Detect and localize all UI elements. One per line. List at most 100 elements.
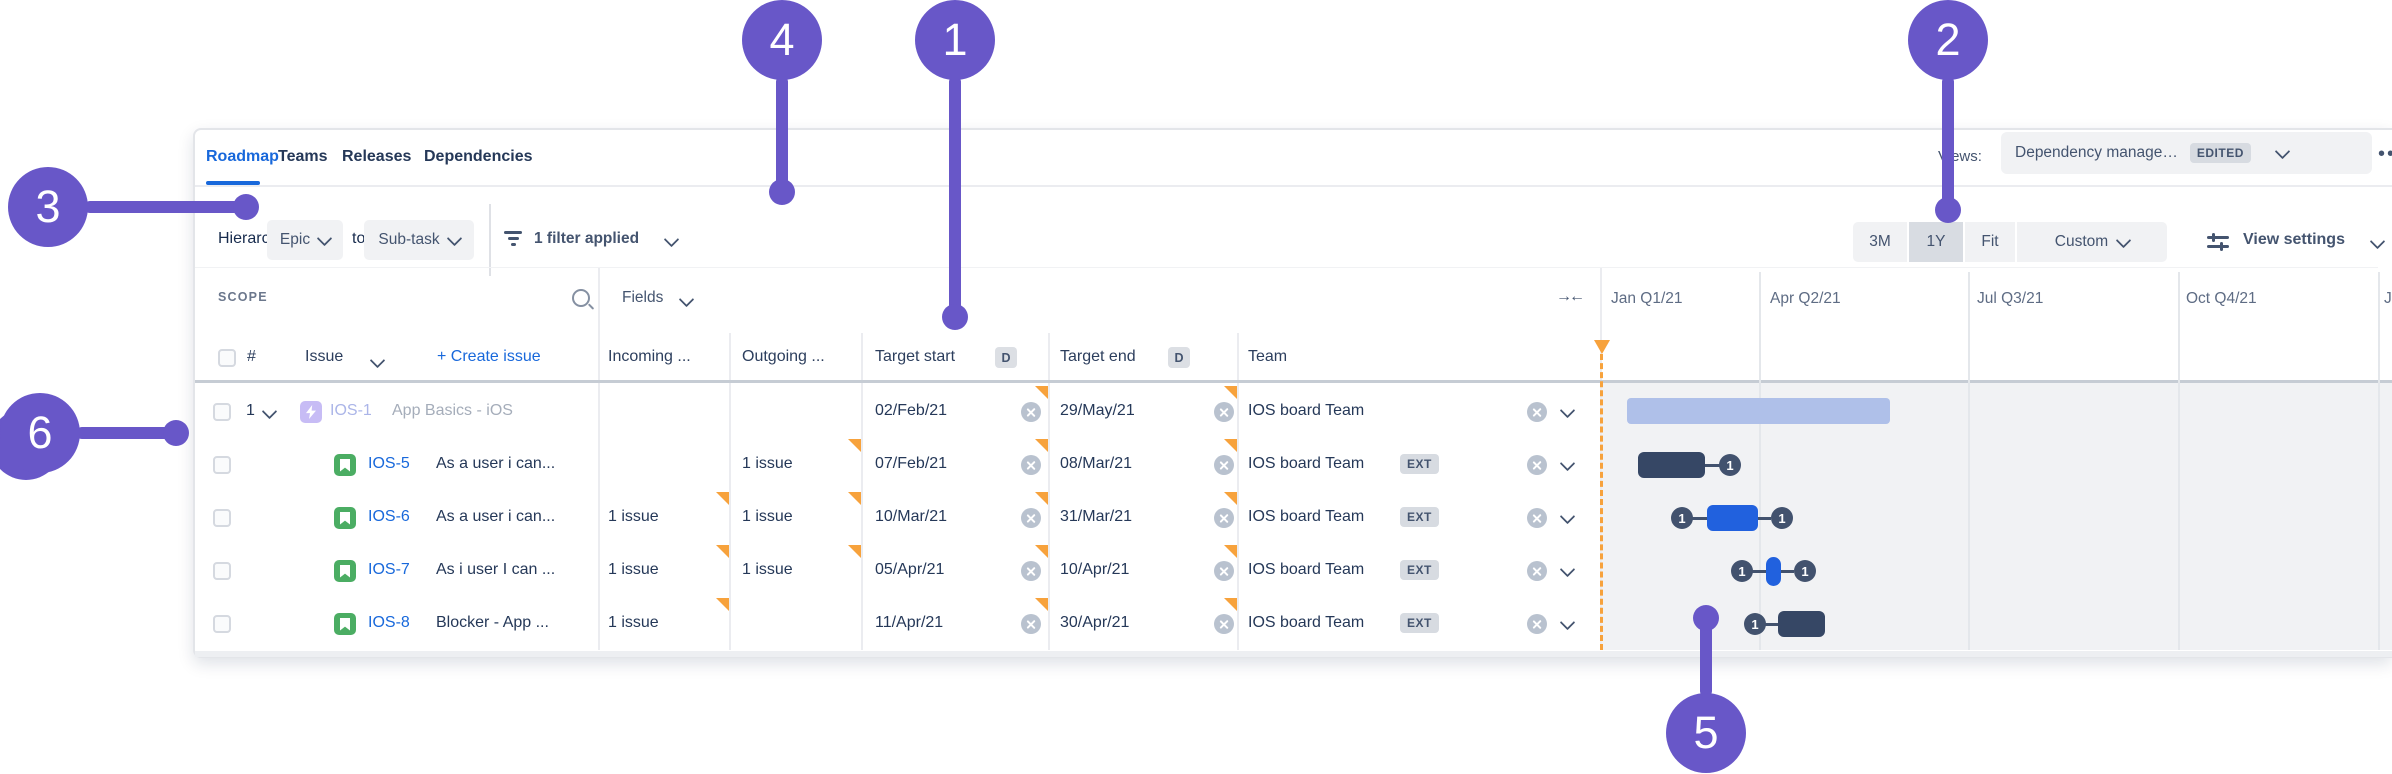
chevron-down-icon[interactable] [1559, 614, 1576, 631]
target-start-cell[interactable]: 02/Feb/21 [875, 402, 948, 419]
fields-dropdown[interactable]: Fields [622, 289, 664, 306]
zoom-3m-button[interactable]: 3M [1853, 222, 1907, 262]
outgoing-cell[interactable]: 1 issue [742, 455, 793, 472]
views-dropdown[interactable]: Dependency manage… EDITED [2001, 132, 2372, 174]
issue-title[interactable]: Blocker - App ... [436, 614, 549, 631]
issue-title[interactable]: As a user i can... [436, 508, 556, 525]
collapse-columns-icon[interactable]: →← [1556, 288, 1585, 305]
clear-date-icon[interactable] [1214, 455, 1234, 475]
table-row[interactable]: IOS-6 As a user i can... 1 issue 1 issue… [0, 491, 2392, 544]
dependency-count-badge[interactable]: 1 [1671, 507, 1693, 529]
clear-date-icon[interactable] [1021, 455, 1041, 475]
gantt-bar-epic[interactable] [1627, 398, 1890, 424]
dependency-count-badge[interactable]: 1 [1794, 560, 1816, 582]
issue-key-link[interactable]: IOS-5 [368, 455, 410, 472]
tab-roadmap[interactable]: Roadmap [206, 148, 279, 165]
table-row[interactable]: IOS-7 As i user I can ... 1 issue 1 issu… [0, 544, 2392, 597]
target-start-cell[interactable]: 07/Feb/21 [875, 455, 948, 472]
clear-team-icon[interactable] [1527, 455, 1547, 475]
column-header-team[interactable]: Team [1248, 348, 1288, 365]
clear-date-icon[interactable] [1021, 561, 1041, 581]
clear-date-icon[interactable] [1214, 508, 1234, 528]
issue-title[interactable]: As i user I can ... [436, 561, 556, 578]
chevron-down-icon[interactable] [1559, 455, 1576, 472]
row-checkbox[interactable] [213, 562, 231, 580]
gantt-bar[interactable] [1766, 557, 1781, 586]
create-issue-button[interactable]: + Create issue [437, 348, 541, 365]
target-end-cell[interactable]: 30/Apr/21 [1060, 614, 1130, 631]
view-settings-button[interactable]: View settings [2243, 231, 2345, 248]
zoom-fit-button[interactable]: Fit [1965, 222, 2015, 262]
clear-date-icon[interactable] [1021, 402, 1041, 422]
target-end-cell[interactable]: 29/May/21 [1060, 402, 1135, 419]
target-end-cell[interactable]: 08/Mar/21 [1060, 455, 1133, 472]
row-checkbox[interactable] [213, 615, 231, 633]
row-checkbox[interactable] [213, 456, 231, 474]
clear-team-icon[interactable] [1527, 561, 1547, 581]
incoming-cell[interactable]: 1 issue [608, 561, 659, 578]
target-start-cell[interactable]: 10/Mar/21 [875, 508, 948, 525]
issue-key-link[interactable]: IOS-8 [368, 614, 410, 631]
tab-dependencies[interactable]: Dependencies [424, 148, 533, 165]
clear-team-icon[interactable] [1527, 508, 1547, 528]
dependency-count-badge[interactable]: 1 [1771, 507, 1793, 529]
clear-team-icon[interactable] [1527, 614, 1547, 634]
row-checkbox[interactable] [213, 509, 231, 527]
outgoing-cell[interactable]: 1 issue [742, 561, 793, 578]
team-cell[interactable]: IOS board Team [1248, 614, 1365, 631]
tab-teams[interactable]: Teams [278, 148, 328, 165]
gantt-bar[interactable] [1638, 452, 1705, 478]
gantt-bar[interactable] [1778, 611, 1825, 637]
column-header-target-end[interactable]: Target end [1060, 348, 1136, 365]
tab-releases[interactable]: Releases [342, 148, 412, 165]
callout-5: 5 [1666, 693, 1746, 773]
issue-key-link[interactable]: IOS-7 [368, 561, 410, 578]
issue-key-link[interactable]: IOS-6 [368, 508, 410, 525]
column-header-target-start[interactable]: Target start [875, 348, 956, 365]
gantt-bar[interactable] [1707, 505, 1758, 531]
clear-date-icon[interactable] [1021, 614, 1041, 634]
table-row[interactable]: IOS-8 Blocker - App ... 1 issue 11/Apr/2… [0, 597, 2392, 650]
incoming-cell[interactable]: 1 issue [608, 614, 659, 631]
incoming-cell[interactable]: 1 issue [608, 508, 659, 525]
issue-key-link[interactable]: IOS-1 [330, 402, 372, 419]
row-checkbox[interactable] [213, 403, 231, 421]
outgoing-cell[interactable]: 1 issue [742, 508, 793, 525]
expand-chevron-icon[interactable] [261, 403, 278, 420]
target-start-cell[interactable]: 05/Apr/21 [875, 561, 945, 578]
hierarchy-from-dropdown[interactable]: Epic [267, 220, 343, 260]
zoom-1y-button[interactable]: 1Y [1909, 222, 1963, 262]
scrollbar-track[interactable] [195, 651, 2392, 657]
search-icon[interactable] [572, 289, 590, 307]
issue-title[interactable]: App Basics - iOS [392, 402, 513, 419]
hierarchy-to-dropdown[interactable]: Sub-task [364, 220, 474, 260]
clear-date-icon[interactable] [1214, 614, 1234, 634]
clear-date-icon[interactable] [1021, 508, 1041, 528]
chevron-down-icon[interactable] [1559, 402, 1576, 419]
target-end-cell[interactable]: 31/Mar/21 [1060, 508, 1133, 525]
target-start-cell[interactable]: 11/Apr/21 [875, 614, 944, 631]
target-end-cell[interactable]: 10/Apr/21 [1060, 561, 1130, 578]
team-cell[interactable]: IOS board Team [1248, 561, 1365, 578]
issue-title[interactable]: As a user i can... [436, 455, 556, 472]
clear-date-icon[interactable] [1214, 402, 1234, 422]
dependency-count-badge[interactable]: 1 [1744, 613, 1766, 635]
clear-team-icon[interactable] [1527, 402, 1547, 422]
zoom-custom-dropdown[interactable]: Custom [2017, 222, 2167, 262]
dependency-count-badge[interactable]: 1 [1719, 454, 1741, 476]
team-cell[interactable]: IOS board Team [1248, 402, 1365, 419]
column-header-outgoing[interactable]: Outgoing ... [742, 348, 825, 365]
table-row[interactable]: 1 IOS-1 App Basics - iOS 02/Feb/21 29/Ma… [0, 385, 2392, 438]
select-all-checkbox[interactable] [218, 349, 236, 367]
chevron-down-icon[interactable] [1559, 508, 1576, 525]
table-row[interactable]: IOS-5 As a user i can... 1 issue 07/Feb/… [0, 438, 2392, 491]
column-header-incoming[interactable]: Incoming ... [608, 348, 691, 365]
filter-applied-button[interactable]: 1 filter applied [534, 230, 640, 247]
chevron-down-icon[interactable] [1559, 561, 1576, 578]
team-cell[interactable]: IOS board Team [1248, 508, 1365, 525]
more-options-button[interactable]: •• [2378, 143, 2392, 165]
dependency-count-badge[interactable]: 1 [1731, 560, 1753, 582]
team-cell[interactable]: IOS board Team [1248, 455, 1365, 472]
clear-date-icon[interactable] [1214, 561, 1234, 581]
column-header-issue[interactable]: Issue [305, 348, 344, 365]
